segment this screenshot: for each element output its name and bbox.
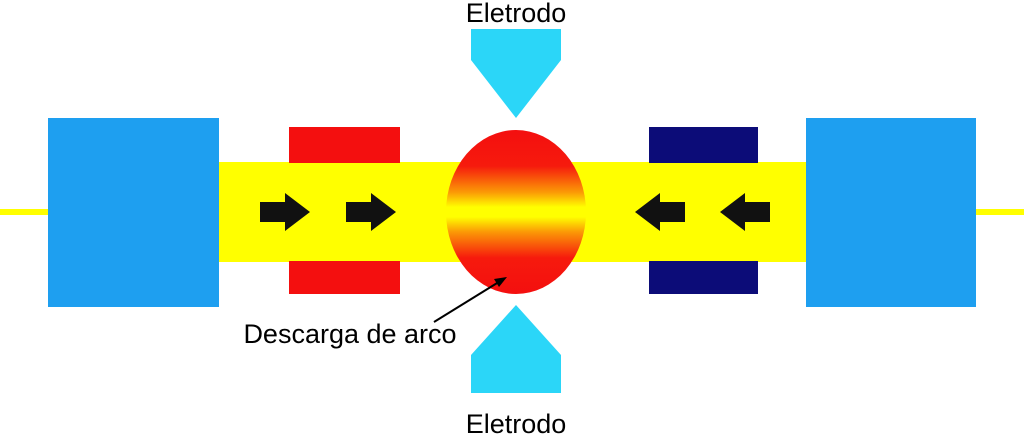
right-holder-bottom [649, 261, 758, 294]
fiber-line-right [975, 209, 1024, 215]
arrow-right-icon [260, 193, 310, 231]
left-holder-bottom [289, 261, 400, 294]
right-clamp [806, 118, 976, 307]
arrow-left-icon [635, 193, 685, 231]
right-holder-top [649, 127, 758, 163]
arc-discharge [446, 130, 586, 294]
electrode-top-label: Eletrodo [466, 0, 567, 28]
arc-pointer-line [433, 279, 503, 323]
left-clamp [48, 118, 219, 307]
top-electrode [471, 29, 561, 118]
arc-discharge-label: Descarga de arco [243, 319, 456, 349]
arrow-left-icon [720, 193, 770, 231]
arrow-right-icon [346, 193, 396, 231]
bottom-electrode [471, 305, 561, 393]
electrode-bottom-label: Eletrodo [466, 409, 567, 439]
arc-pointer-arrowhead [494, 277, 507, 287]
fiber-line-left [0, 209, 50, 215]
left-holder-top [289, 127, 400, 163]
